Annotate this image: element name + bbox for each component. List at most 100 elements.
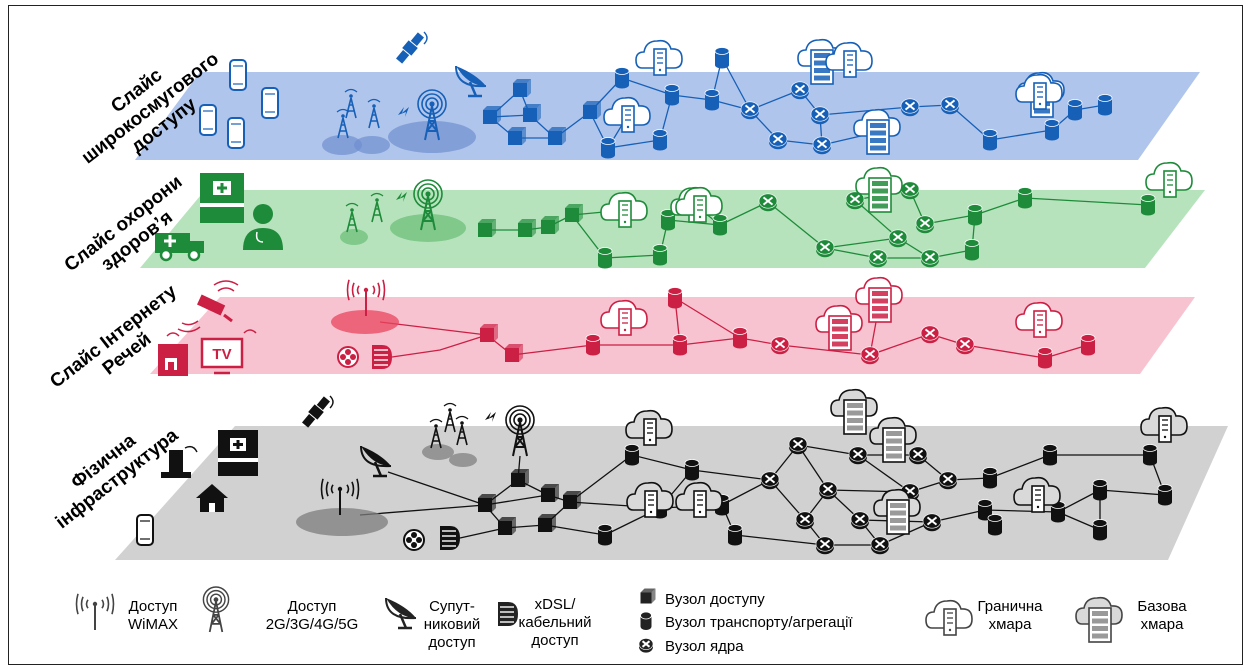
slice-plane-physical (115, 426, 1228, 560)
edge-cloud-icon (1145, 161, 1193, 198)
base-cloud-icon (1075, 596, 1123, 643)
edge-cloud-icon (825, 41, 873, 78)
small-tower-icon (429, 418, 443, 449)
link-physical (691, 469, 771, 481)
hub-icon (403, 529, 425, 551)
small-tower-icon (443, 402, 457, 433)
core-node-icon (870, 536, 890, 555)
link-health (604, 254, 661, 259)
medical-kit-icon (218, 430, 258, 476)
core-node-icon (795, 511, 815, 530)
signal-bolt-icon (396, 192, 407, 202)
access-node-icon (523, 104, 541, 122)
access-node-icon (583, 101, 601, 119)
core-node-icon (845, 191, 865, 210)
link-physical (989, 454, 1051, 479)
transport-node-icon (714, 47, 730, 69)
transport-node-icon (614, 67, 630, 89)
access-node-icon (640, 588, 656, 604)
link-physical (359, 504, 486, 516)
link-iot (779, 344, 871, 356)
link-health (824, 237, 899, 249)
transport-node-icon (597, 524, 613, 546)
transport-node-icon (585, 334, 601, 356)
core-node-icon (940, 96, 960, 115)
transport-node-icon (1092, 479, 1108, 501)
legend-edge-cloud-icon (925, 599, 973, 636)
link-broadband (621, 77, 673, 96)
transport-node-icon (982, 467, 998, 489)
coverage-area (296, 508, 388, 536)
access-node-icon (478, 494, 496, 512)
edge-cloud-icon (635, 39, 683, 76)
core-node-icon (922, 513, 942, 532)
transport-node-icon (660, 209, 676, 231)
core-node-icon (938, 471, 958, 490)
xdsl-modem-icon (440, 526, 460, 550)
transport-node-icon (1097, 94, 1113, 116)
core-node-icon (868, 249, 888, 268)
access-node-icon (480, 324, 498, 342)
transport-node-icon (727, 524, 743, 546)
link-physical (734, 534, 826, 546)
edge-cloud-icon (600, 299, 648, 336)
transport-node-icon (1142, 444, 1158, 466)
core-node-icon (920, 325, 940, 344)
cell-tower-icon (505, 405, 535, 457)
link-physical (631, 454, 693, 471)
link-health (974, 197, 1026, 216)
coverage-area (331, 310, 399, 334)
cell-tower-icon (413, 179, 443, 231)
transport-node-icon (967, 204, 983, 226)
coverage-area (322, 135, 362, 155)
core-node-icon (770, 336, 790, 355)
core-node-icon (812, 136, 832, 155)
transport-node-icon (652, 129, 668, 151)
edge-cloud-icon (1015, 73, 1063, 110)
edge-cloud-icon (1140, 406, 1188, 443)
coverage-area (354, 136, 390, 154)
transport-node-icon (704, 89, 720, 111)
core-node-icon (915, 215, 935, 234)
small-tower-icon (367, 98, 381, 129)
access-node-icon (511, 469, 529, 487)
satellite-dish-icon (455, 65, 487, 98)
base-cloud-icon (855, 276, 903, 323)
coffee-machine-icon (158, 332, 188, 376)
core-node-icon (638, 638, 654, 653)
link-iot (1044, 344, 1089, 359)
core-node-icon (818, 481, 838, 500)
base-cloud-icon (873, 488, 921, 535)
access-node-icon (541, 216, 559, 234)
transport-node-icon (652, 244, 668, 266)
satellite-dish-icon (360, 445, 392, 478)
diagram-frame (8, 5, 1243, 665)
core-node-icon (955, 336, 975, 355)
access-node-icon (508, 127, 526, 145)
link-physical (984, 509, 1059, 513)
transport-node-icon (684, 459, 700, 481)
coverage-area (449, 453, 477, 467)
end-devices: TV (136, 31, 535, 551)
smartphone-icon (136, 514, 154, 546)
transport-node-icon (712, 214, 728, 236)
link-broadband (989, 129, 1053, 141)
link-iot (869, 333, 931, 356)
transport-node-icon (672, 334, 688, 356)
access-node-icon (538, 514, 556, 532)
link-physical (857, 454, 911, 493)
access-node-icon (483, 106, 501, 124)
core-node-icon (920, 249, 940, 268)
transport-node-icon (987, 514, 1003, 536)
coverage-area (390, 214, 466, 242)
medical-kit-icon (200, 173, 244, 223)
transport-node-icon (597, 247, 613, 269)
transport-node-icon (624, 444, 640, 466)
small-tower-icon (370, 192, 384, 223)
edge-cloud-icon (625, 409, 673, 446)
transport-node-icon (1157, 484, 1173, 506)
